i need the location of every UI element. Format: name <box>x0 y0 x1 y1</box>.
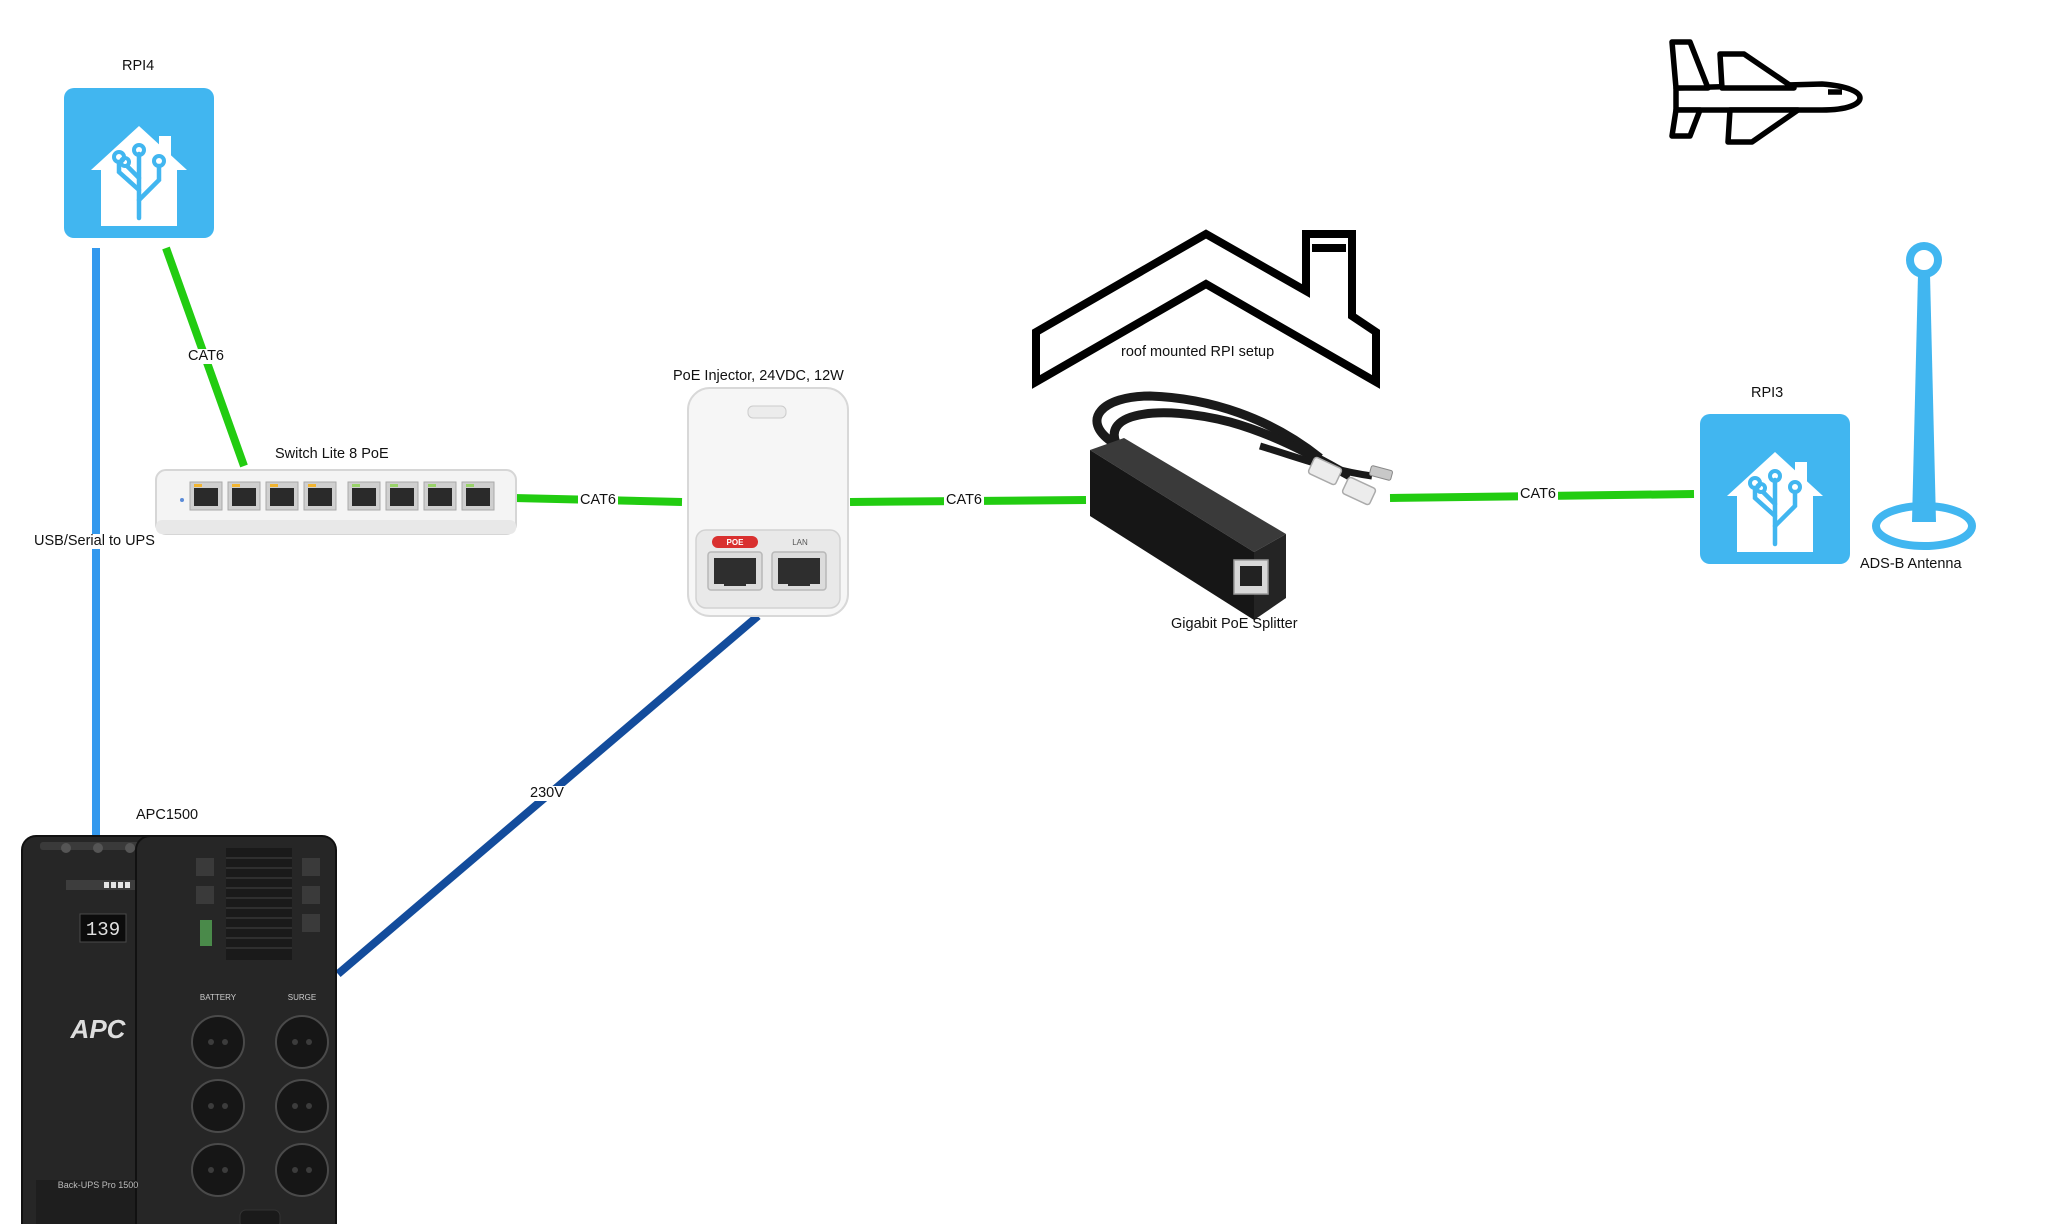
rpi4-node <box>64 88 214 238</box>
ups-display-readout: 139 <box>86 919 120 941</box>
switch-ports <box>189 481 495 511</box>
house-roof-icon <box>1032 229 1380 389</box>
rpi3-node <box>1700 414 1850 564</box>
splitter-label: Gigabit PoE Splitter <box>1171 616 1298 632</box>
ups-battery-outlets-label: BATTERY <box>200 993 237 1002</box>
poe-splitter-icon <box>1090 391 1393 620</box>
lan-port-label: LAN <box>792 538 808 547</box>
edge-label-rpi4-ups: USB/Serial to UPS <box>32 533 157 549</box>
roof-label: roof mounted RPI setup <box>1121 344 1275 360</box>
switch-port-6 <box>385 481 419 511</box>
switch-port-8 <box>461 481 495 511</box>
edge-label-injector-splitter: CAT6 <box>944 492 984 508</box>
apc-logo: APC <box>70 1014 127 1044</box>
rpi3-label: RPI3 <box>1751 385 1784 401</box>
edge-label-rpi4-switch: CAT6 <box>186 348 226 364</box>
edge-label-splitter-rpi3: CAT6 <box>1518 486 1558 502</box>
edge-label-switch-injector: CAT6 <box>578 492 618 508</box>
airplane-icon <box>1669 39 1863 145</box>
ups-label: APC1500 <box>136 807 199 823</box>
switch-port-2 <box>227 481 261 511</box>
switch-port-1 <box>189 481 223 511</box>
ups-surge-outlets-label: SURGE <box>288 993 316 1002</box>
edge-label-injector-ups: 230V <box>528 785 566 801</box>
injector-label: PoE Injector, 24VDC, 12W <box>673 368 844 384</box>
switch-port-7 <box>423 481 457 511</box>
switch-port-3 <box>265 481 299 511</box>
ups-icon <box>21 835 337 1224</box>
rpi4-label: RPI4 <box>122 58 155 74</box>
switch-port-4 <box>303 481 337 511</box>
antenna-label: ADS-B Antenna <box>1860 556 1962 572</box>
switch-port-5 <box>347 481 381 511</box>
antenna-icon <box>1872 242 1976 550</box>
poe-port-label: POE <box>727 538 745 547</box>
switch-label: Switch Lite 8 PoE <box>275 446 389 462</box>
ups-model-label: Back-UPS Pro 1500 <box>58 1180 139 1190</box>
poe-injector-icon <box>687 387 849 617</box>
